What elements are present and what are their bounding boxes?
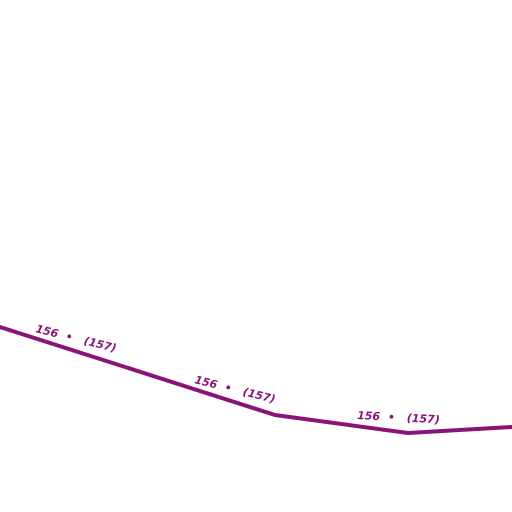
route-number: 156 xyxy=(193,373,219,391)
route-alt-number: (157) xyxy=(241,385,276,406)
route-number: 156 xyxy=(34,322,60,340)
route-line[interactable] xyxy=(0,325,512,435)
route-separator: • xyxy=(388,411,396,424)
route-separator: • xyxy=(64,330,74,344)
route-alt-number: (157) xyxy=(406,412,440,427)
route-number: 156 xyxy=(357,409,381,423)
route-separator: • xyxy=(223,381,233,395)
route-label-3: 156 • (157) xyxy=(357,409,440,426)
route-alt-number: (157) xyxy=(82,334,117,355)
